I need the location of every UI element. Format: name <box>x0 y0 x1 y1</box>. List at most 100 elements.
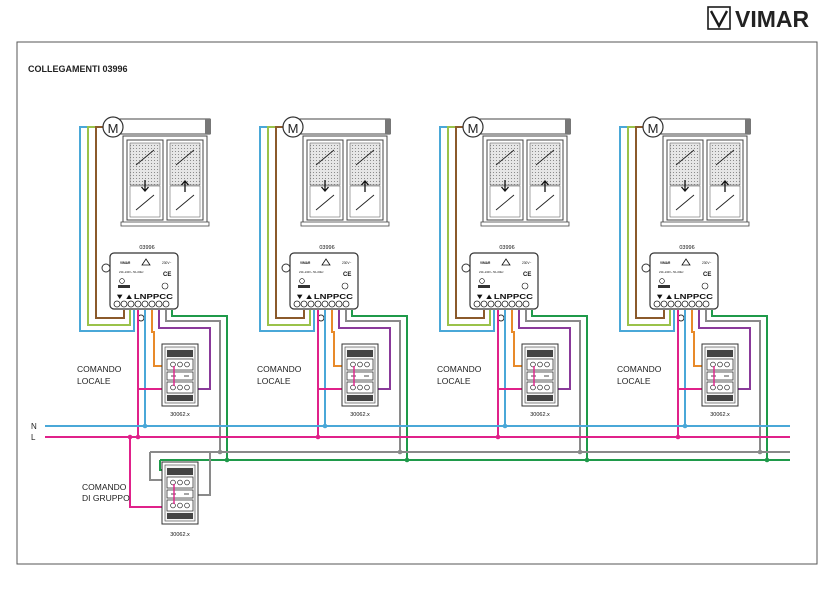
arrow-down-icon <box>501 180 509 192</box>
local-control-label-2: LOCALE <box>617 376 651 386</box>
module-ce-mark: CE <box>523 272 531 278</box>
module-ce-mark: CE <box>343 272 351 278</box>
group-wire-return <box>196 452 211 496</box>
motor-symbol <box>282 116 304 138</box>
module-power: 230V~ <box>702 261 711 265</box>
local-control-switch <box>161 343 199 407</box>
motor-symbol <box>102 116 124 138</box>
wire-green-to-group <box>171 310 228 460</box>
window <box>300 135 390 227</box>
module-ce-mark: CE <box>163 272 171 278</box>
local-control-label-2: LOCALE <box>77 376 111 386</box>
shutter-box <box>119 118 211 135</box>
local-control-label-2: LOCALE <box>257 376 291 386</box>
actuator-module-03996: VIMAR 230V~ 230~240V~ 50~60Hz CE ▼▲LNPPC… <box>641 252 719 310</box>
motor-wire-green <box>627 126 671 326</box>
group-switch-code: 30062.x <box>170 532 190 538</box>
shutter-box-shade <box>385 119 391 134</box>
module-code: 03996 <box>499 245 514 251</box>
arrow-up-icon <box>541 180 549 192</box>
switch-code: 30062.x <box>710 412 730 418</box>
wire-grey-to-group <box>705 310 761 452</box>
motor-label: M <box>108 121 119 136</box>
module-brand: VIMAR <box>480 261 491 265</box>
local-control-switch <box>701 343 739 407</box>
group-control: 30062.x COMANDO DI GRUPPO <box>82 434 211 538</box>
terminal-screws <box>293 300 350 308</box>
terminal-letters: ▼▲LNPPCC <box>655 292 714 301</box>
module-brand: VIMAR <box>660 261 671 265</box>
window <box>660 135 750 227</box>
bus-lines: N L <box>31 422 790 461</box>
motor-wire-brown <box>455 126 485 319</box>
arrow-down-icon <box>141 180 149 192</box>
group-control-label-2: DI GRUPPO <box>82 493 130 503</box>
motor-label: M <box>288 121 299 136</box>
switch-code: 30062.x <box>530 412 550 418</box>
wire-orange-to-switch <box>151 310 165 367</box>
local-control-label-1: COMANDO <box>437 364 482 374</box>
roller-shutter-unit-4: M 03996 VIMAR 230V~ 230~240V~ 50~60Hz <box>617 116 770 463</box>
module-power: 230V~ <box>522 261 531 265</box>
terminal-letters: ▼▲LNPPCC <box>295 292 354 301</box>
arrow-up-icon <box>721 180 729 192</box>
arrow-up-icon <box>181 180 189 192</box>
wire-purple-to-switch <box>518 310 571 390</box>
motor-wire-green <box>267 126 311 326</box>
module-rating: 230~240V~ 50~60Hz <box>299 270 324 274</box>
local-control-label-2: LOCALE <box>437 376 471 386</box>
vimar-v-square-icon <box>707 6 731 30</box>
window <box>480 135 570 227</box>
motor-label: M <box>468 121 479 136</box>
module-code: 03996 <box>319 245 334 251</box>
arrow-down-icon <box>681 180 689 192</box>
actuator-module-03996: VIMAR 230V~ 230~240V~ 50~60Hz CE ▼▲LNPPC… <box>281 252 359 310</box>
local-control-switch <box>341 343 379 407</box>
wire-green-to-group <box>711 310 768 460</box>
motor-label: M <box>648 121 659 136</box>
local-control-label-1: COMANDO <box>77 364 122 374</box>
module-rating: 230~240V~ 50~60Hz <box>659 270 684 274</box>
shutter-box-shade <box>205 119 211 134</box>
module-rating: 230~240V~ 50~60Hz <box>119 270 144 274</box>
shutter-box-shade <box>565 119 571 134</box>
wire-purple-to-switch <box>338 310 391 390</box>
terminal-screws <box>473 300 530 308</box>
wire-green-to-group <box>351 310 408 460</box>
arrow-up-icon <box>361 180 369 192</box>
roller-shutter-unit-1: M 03996 VIMAR 230V~ 230~240V~ 50~60Hz <box>77 116 230 463</box>
actuator-module-03996: VIMAR 230V~ 230~240V~ 50~60Hz CE ▼▲LNPPC… <box>461 252 539 310</box>
bus-live-label: L <box>31 433 36 442</box>
module-power: 230V~ <box>342 261 351 265</box>
warning-icon <box>321 258 331 266</box>
shutter-box-shade <box>745 119 751 134</box>
group-wire-live <box>129 437 162 508</box>
warning-icon <box>141 258 151 266</box>
wire-purple-to-switch <box>698 310 751 390</box>
bus-neutral-label: N <box>31 422 37 431</box>
warning-icon <box>501 258 511 266</box>
local-control-label-1: COMANDO <box>617 364 662 374</box>
roller-shutter-unit-3: M 03996 VIMAR 230V~ 230~240V~ 50~60Hz <box>437 116 590 463</box>
brand-logo: VIMAR <box>707 6 810 32</box>
wire-grey-to-group <box>345 310 401 452</box>
group-wire-grey <box>149 452 162 481</box>
terminal-letters: ▼▲LNPPCC <box>115 292 174 301</box>
wire-orange-to-switch <box>331 310 345 367</box>
terminal-screws <box>653 300 710 308</box>
module-brand: VIMAR <box>120 261 131 265</box>
roller-shutter-unit-2: M 03996 VIMAR 230V~ 230~240V~ 50~60Hz <box>257 116 410 463</box>
module-rating: 230~240V~ 50~60Hz <box>479 270 504 274</box>
module-code: 03996 <box>679 245 694 251</box>
local-control-switch <box>521 343 559 407</box>
wire-orange-to-switch <box>691 310 705 367</box>
motor-symbol <box>462 116 484 138</box>
group-control-switch <box>161 461 199 525</box>
module-brand: VIMAR <box>300 261 311 265</box>
wire-orange-to-switch <box>511 310 525 367</box>
diagram-title: COLLEGAMENTI 03996 <box>28 64 128 74</box>
window <box>120 135 210 227</box>
shutter-box <box>479 118 571 135</box>
module-ce-mark: CE <box>703 272 711 278</box>
